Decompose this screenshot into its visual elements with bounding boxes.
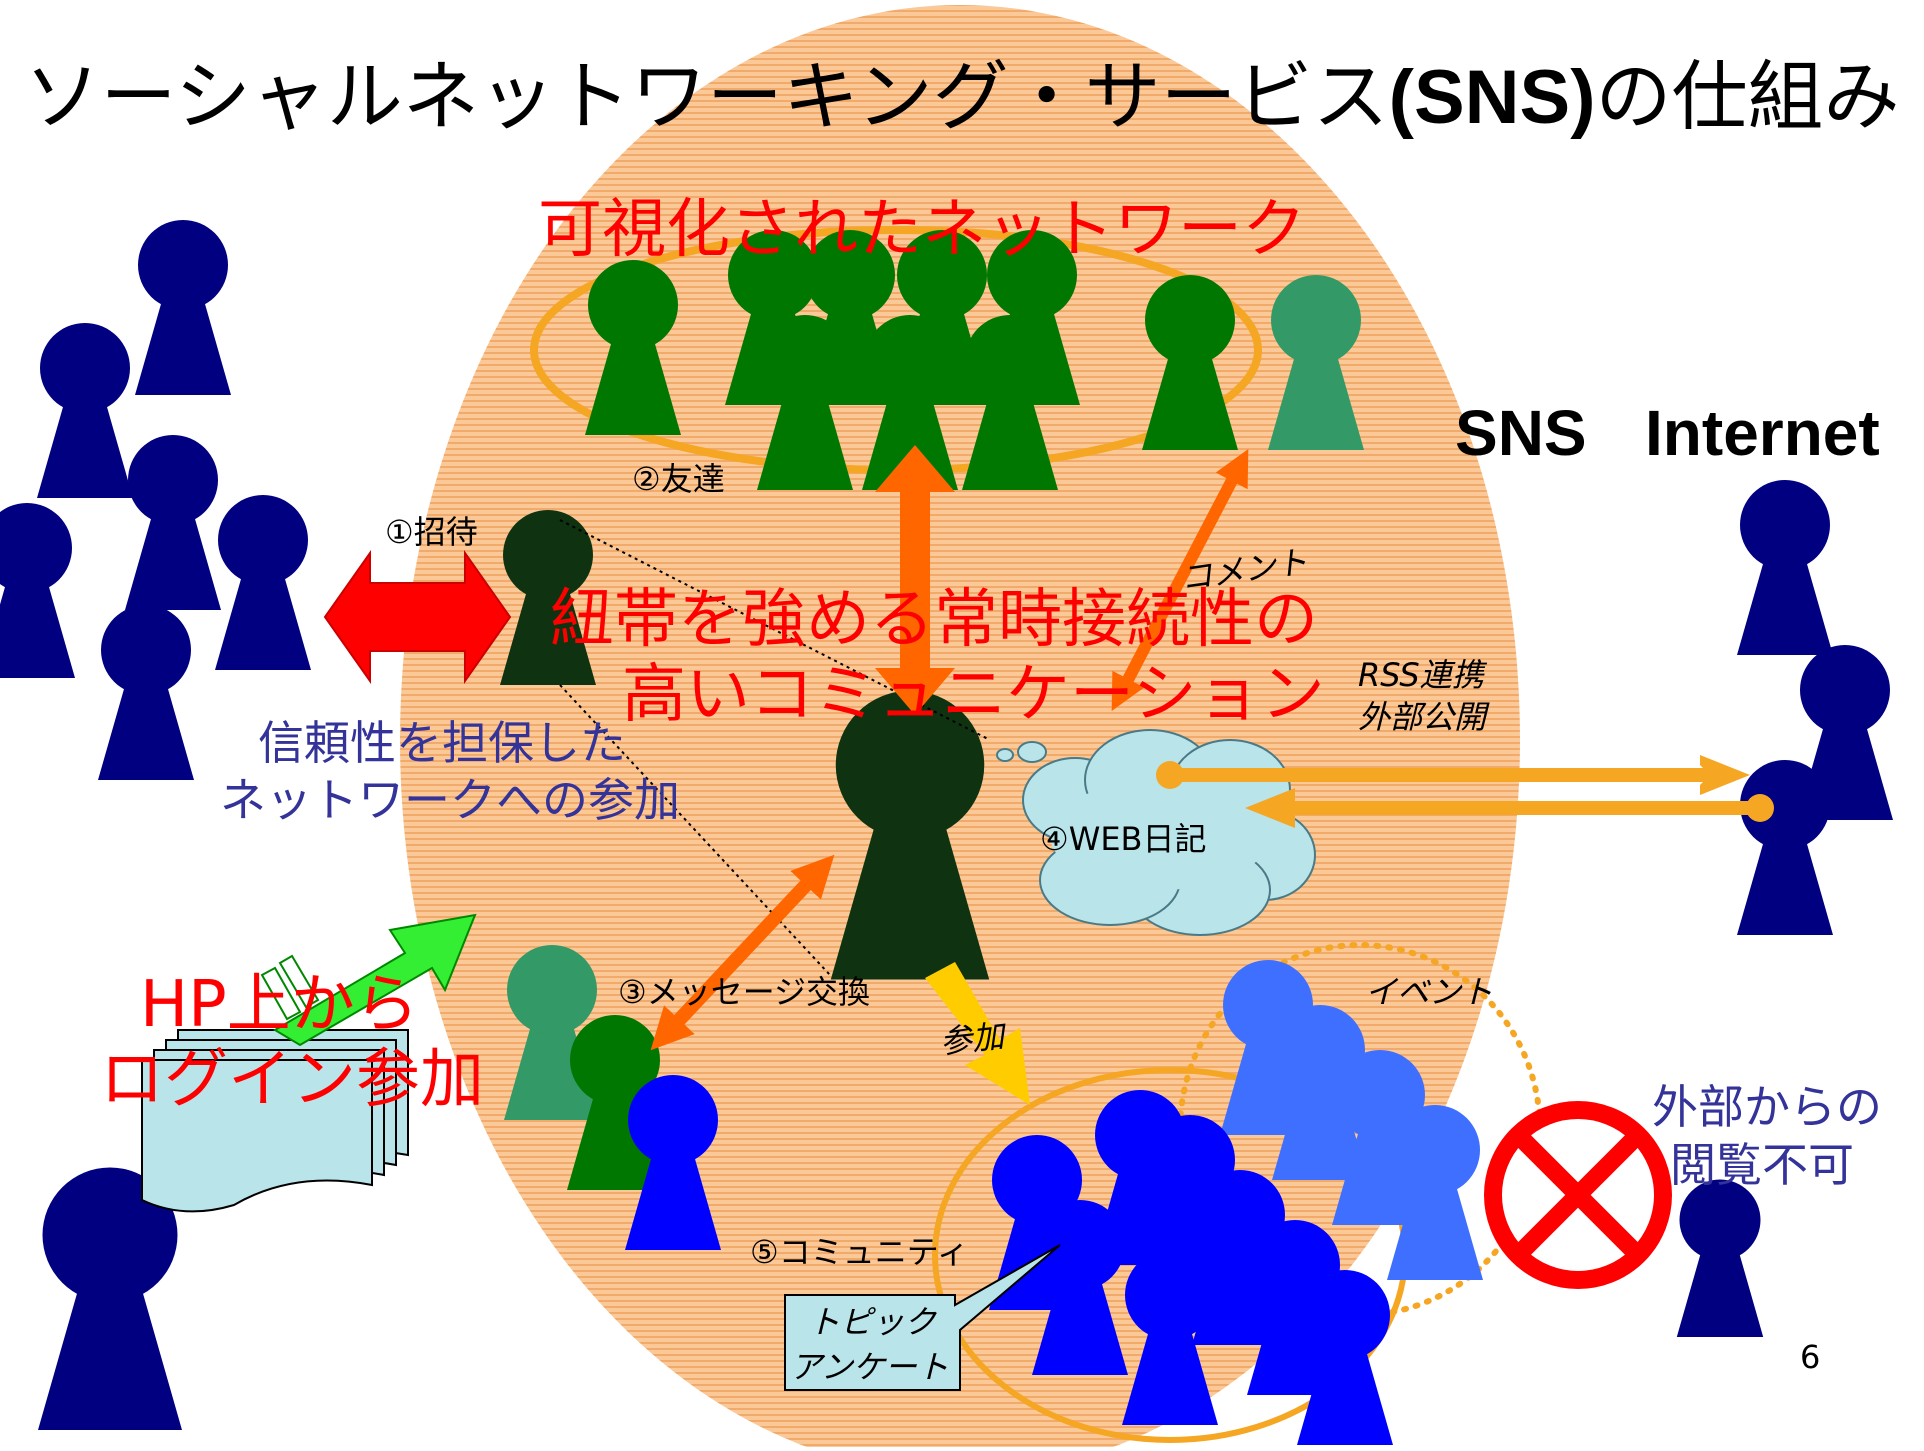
survey-label: アンケート bbox=[790, 1348, 949, 1386]
friend-icon bbox=[1142, 275, 1238, 450]
friend-icon bbox=[962, 315, 1058, 490]
outside-user-icon bbox=[37, 323, 133, 498]
friends-label: ②友達 bbox=[632, 460, 725, 498]
rss-label-line1: RSS連携 bbox=[1358, 656, 1484, 694]
message-exchange-label: ③メッセージ交換 bbox=[618, 973, 871, 1011]
hp-login-line2: ログイン参加 bbox=[100, 1043, 484, 1117]
message-partner-icon bbox=[625, 1075, 721, 1250]
outside-user-icon bbox=[0, 503, 75, 678]
bond-heading-line1: 紐帯を強める常時接続性の bbox=[550, 583, 1318, 657]
page-number: 6 bbox=[1800, 1338, 1821, 1376]
login-arrow bbox=[260, 913, 477, 1047]
friend-icon bbox=[1268, 275, 1364, 450]
event-label: イベント bbox=[1365, 973, 1494, 1011]
participate-label: 参加 bbox=[938, 1016, 1006, 1062]
no-external-line1: 外部からの bbox=[1652, 1080, 1882, 1134]
outside-user-icon bbox=[98, 605, 194, 780]
community-member-icon bbox=[1122, 1250, 1218, 1425]
community-member-icon bbox=[1032, 1200, 1128, 1375]
friend-icon bbox=[862, 315, 958, 490]
title-sns: (SNS) bbox=[1388, 55, 1596, 140]
visualized-network-heading: 可視化されたネットワーク bbox=[538, 193, 1306, 267]
community-label: ⑤コミュニティ bbox=[750, 1233, 969, 1271]
topic-label: トピック bbox=[808, 1303, 937, 1341]
login-documents bbox=[141, 1029, 409, 1213]
hp-login-line1: HP上から bbox=[140, 968, 419, 1042]
outside-user-icon bbox=[135, 220, 231, 395]
message-exchange-arrow bbox=[650, 854, 835, 1051]
participate-arrow bbox=[925, 962, 1030, 1105]
title-suffix: の仕組み bbox=[1595, 52, 1900, 141]
rss-label-line2: 外部公開 bbox=[1358, 698, 1487, 736]
comment-arrow bbox=[1111, 449, 1249, 711]
outside-user-icon bbox=[125, 435, 221, 610]
internet-user-icon bbox=[1737, 760, 1833, 935]
internet-user-icon bbox=[1737, 480, 1833, 655]
internet-user-icon bbox=[1676, 1179, 1764, 1337]
internet-label: Internet bbox=[1645, 397, 1880, 469]
no-access-icon bbox=[1484, 1101, 1672, 1289]
trust-heading-line1: 信頼性を担保した bbox=[258, 716, 626, 770]
community-member-icon bbox=[1297, 1270, 1393, 1445]
invited-user-icon bbox=[500, 510, 596, 685]
friend-icon bbox=[757, 315, 853, 490]
bond-heading-line2: 高いコミュニケーション bbox=[622, 658, 1325, 732]
sns-label: SNS bbox=[1455, 397, 1587, 469]
outside-user-icon bbox=[215, 495, 311, 670]
trust-heading-line2: ネットワークへの参加 bbox=[220, 773, 680, 827]
main-user-icon bbox=[830, 690, 990, 980]
page-title: ソーシャルネットワーキング・サービス(SNS)の仕組み bbox=[0, 55, 1924, 140]
friend-icon bbox=[585, 260, 681, 435]
title-main: ソーシャルネットワーキング・サービス bbox=[24, 52, 1389, 141]
invite-arrow bbox=[323, 549, 512, 685]
event-member-icon bbox=[1387, 1105, 1483, 1280]
topic-callout bbox=[784, 1244, 1061, 1391]
people-layer bbox=[0, 220, 1893, 1445]
web-diary-cloud bbox=[996, 729, 1316, 936]
web-diary-label: ④WEB日記 bbox=[1040, 820, 1207, 858]
no-external-line2: 閲覧不可 bbox=[1670, 1138, 1854, 1192]
friends-link-arrow bbox=[875, 445, 955, 715]
invite-label: ①招待 bbox=[385, 513, 478, 551]
rss-arrows bbox=[1156, 755, 1774, 828]
